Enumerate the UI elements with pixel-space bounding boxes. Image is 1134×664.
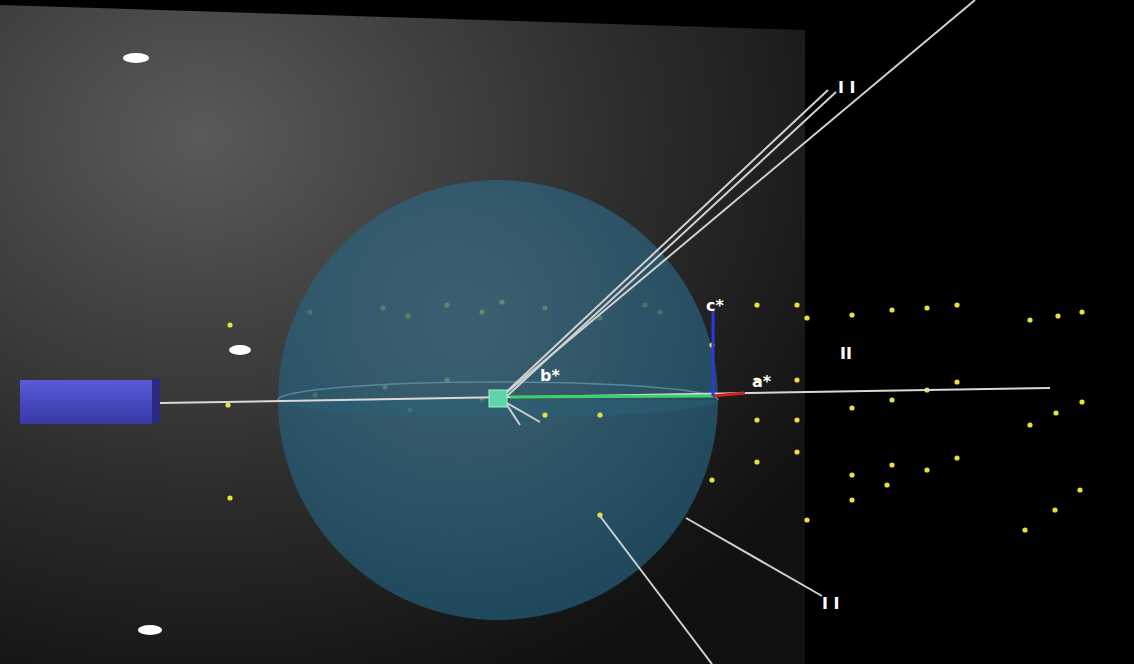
- c-star-axis: [712, 310, 715, 396]
- axis-label: b*: [540, 368, 560, 384]
- axis-label: I I: [838, 80, 855, 96]
- a-star-axis: [713, 393, 745, 396]
- primary-beam: [160, 388, 1050, 403]
- b-star-axis: [510, 396, 713, 397]
- detector-spot: [138, 625, 162, 635]
- back-panel: [0, 5, 805, 664]
- axis-label: a*: [752, 374, 771, 390]
- x-ray-source: [20, 380, 152, 424]
- axis-label: II: [840, 346, 852, 362]
- x-ray-source: [152, 377, 160, 424]
- detector-spot: [123, 53, 149, 63]
- axis-label: I I: [822, 596, 839, 612]
- diffracted-beam: [500, 0, 975, 664]
- crystal: [489, 390, 507, 407]
- reciprocal-lattice-points: [542, 302, 1084, 532]
- axis-label: c*: [706, 298, 724, 314]
- detector-spot: [229, 345, 251, 355]
